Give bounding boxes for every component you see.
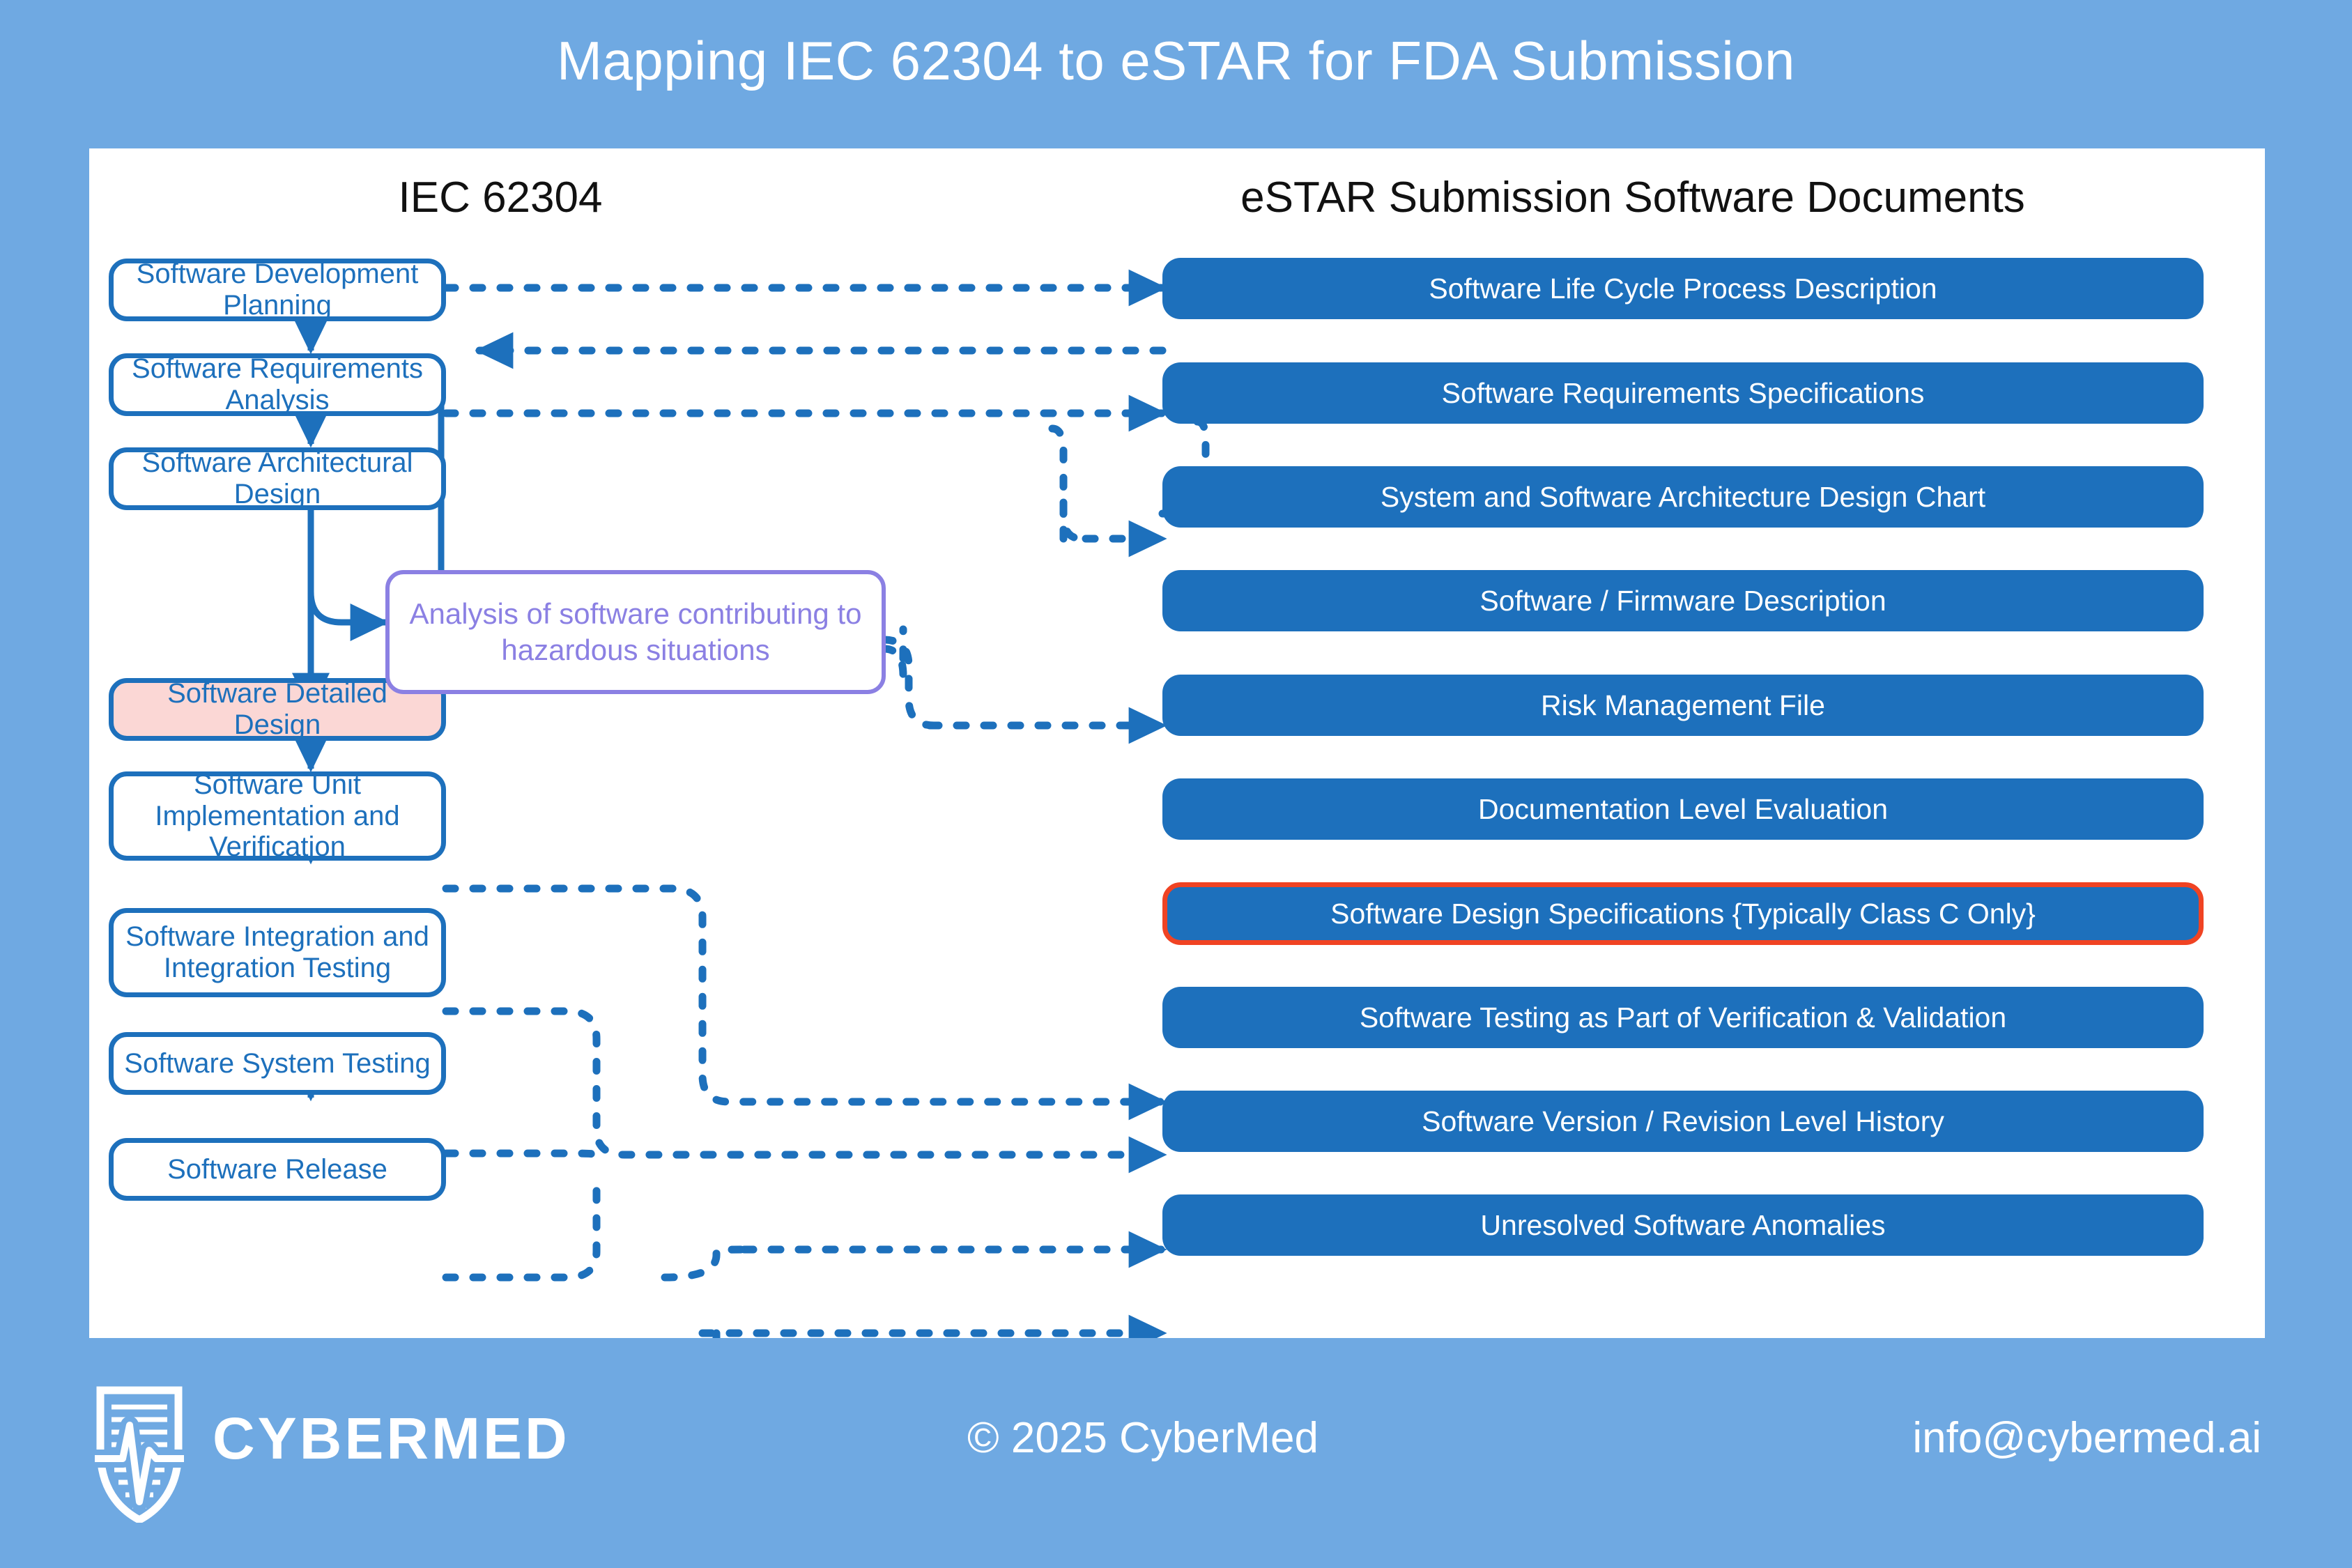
estar-doc-srs[interactable]: Software Requirements Specifications <box>1162 362 2204 424</box>
brand-wordmark: CYBERMED <box>213 1406 570 1471</box>
diagram-panel: IEC 62304 eSTAR Submission Software Docu… <box>89 148 2265 1338</box>
iec-step-unit-implementation[interactable]: Software Unit Implementation and Verific… <box>109 769 446 862</box>
iec-step-integration[interactable]: Software Integration and Integration Tes… <box>109 908 446 997</box>
estar-doc-anomalies[interactable]: Unresolved Software Anomalies <box>1162 1194 2204 1256</box>
estar-doc-design-specifications[interactable]: Software Design Specifications {Typicall… <box>1162 882 2204 945</box>
estar-doc-risk-file[interactable]: Risk Management File <box>1162 675 2204 736</box>
iec-step-architecture[interactable]: Software Architectural Design <box>109 447 446 510</box>
shield-ecg-icon <box>95 1386 184 1523</box>
iec-step-system-testing[interactable]: Software System Testing <box>109 1032 446 1095</box>
page-footer: CYBERMED © 2025 CyberMed info@cybermed.a… <box>0 1338 2352 1568</box>
estar-doc-documentation-level[interactable]: Documentation Level Evaluation <box>1162 778 2204 840</box>
copyright-text: © 2025 CyberMed <box>967 1414 1319 1462</box>
estar-doc-lifecycle[interactable]: Software Life Cycle Process Description <box>1162 258 2204 319</box>
estar-doc-testing-vv[interactable]: Software Testing as Part of Verification… <box>1162 987 2204 1048</box>
iec-step-planning[interactable]: Software Development Planning <box>109 259 446 321</box>
iec-step-release[interactable]: Software Release <box>109 1138 446 1201</box>
column-heading-estar: eSTAR Submission Software Documents <box>1240 174 2025 222</box>
page-title: Mapping IEC 62304 to eSTAR for FDA Submi… <box>557 30 1795 91</box>
estar-doc-version-history[interactable]: Software Version / Revision Level Histor… <box>1162 1091 2204 1152</box>
estar-doc-firmware[interactable]: Software / Firmware Description <box>1162 570 2204 631</box>
contact-email[interactable]: info@cybermed.ai <box>1912 1414 2261 1462</box>
iec-step-requirements[interactable]: Software Requirements Analysis <box>109 353 446 416</box>
estar-doc-architecture-chart[interactable]: System and Software Architecture Design … <box>1162 466 2204 528</box>
hazard-analysis-note[interactable]: Analysis of software contributing to haz… <box>385 570 886 694</box>
column-heading-iec: IEC 62304 <box>398 174 603 222</box>
